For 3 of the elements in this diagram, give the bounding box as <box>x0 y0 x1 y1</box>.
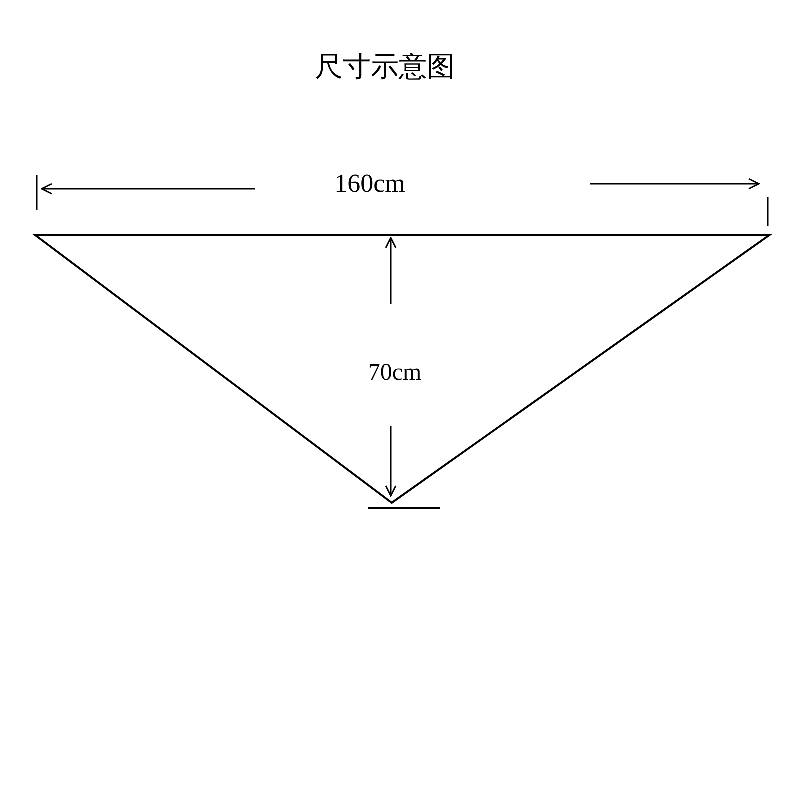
dimension-label: 160cm <box>334 171 406 197</box>
diagram-title: 尺寸示意图 <box>315 54 455 82</box>
dimension-label: 70cm <box>368 361 422 385</box>
